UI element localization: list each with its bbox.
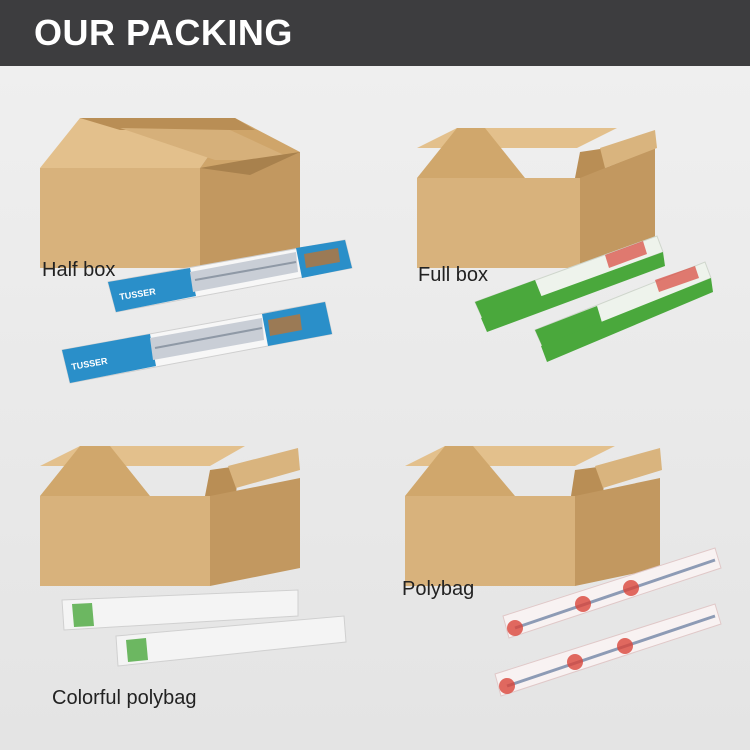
clear-polybag-back bbox=[502, 547, 722, 639]
full-box-label: Full box bbox=[418, 264, 489, 286]
full-box-item: Full box bbox=[375, 0, 750, 408]
page-title: OUR PACKING bbox=[34, 12, 293, 53]
cardboard-carton bbox=[40, 446, 300, 586]
full-box-illustration bbox=[417, 128, 713, 362]
white-polybag-front bbox=[115, 615, 347, 667]
retail-box-front: TUSSER bbox=[61, 301, 333, 384]
white-polybag-back bbox=[61, 589, 299, 631]
green-box-front bbox=[534, 261, 713, 362]
polybag-item: Polybag bbox=[375, 408, 750, 750]
half-box-label: Half box bbox=[42, 259, 116, 281]
polybag-label: Polybag bbox=[402, 578, 475, 600]
half-box-item: TUSSER TUSSER Half box bbox=[0, 0, 375, 408]
polybag-illustration bbox=[405, 446, 722, 697]
page-header: OUR PACKING bbox=[0, 0, 750, 66]
colorful-polybag-item: Colorful polybag bbox=[0, 408, 375, 750]
clear-polybag-front bbox=[494, 603, 722, 697]
half-box-illustration: TUSSER TUSSER bbox=[40, 118, 353, 384]
colorful-polybag-illustration bbox=[40, 446, 347, 667]
cardboard-carton bbox=[40, 118, 300, 268]
retail-box-back: TUSSER bbox=[107, 239, 353, 313]
cardboard-carton bbox=[405, 446, 662, 586]
cardboard-carton bbox=[417, 128, 657, 268]
green-box-back bbox=[474, 235, 665, 332]
colorful-polybag-label: Colorful polybag bbox=[52, 687, 197, 709]
